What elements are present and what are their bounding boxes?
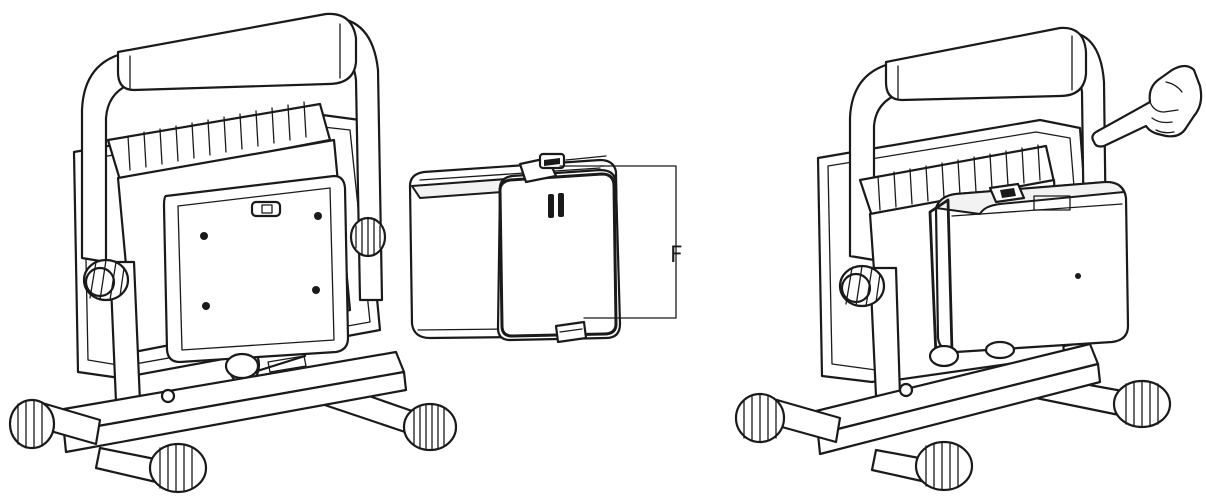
carry-handle-right bbox=[848, 26, 1108, 262]
battery-latch-slot bbox=[250, 200, 282, 218]
dimension-f-bracket: F bbox=[559, 165, 683, 319]
front-foot-left-2 bbox=[734, 392, 842, 444]
angle-adjust-knob-right bbox=[349, 216, 387, 258]
mount-screw bbox=[200, 232, 208, 240]
stand-base-bar bbox=[56, 350, 408, 454]
mount-screw bbox=[314, 212, 322, 220]
battery-bottom-clip bbox=[554, 320, 588, 344]
battery-pack-installed bbox=[928, 180, 1130, 358]
battery-indicator-dot bbox=[1075, 273, 1081, 279]
mount-screw bbox=[202, 302, 210, 310]
mount-screw bbox=[312, 286, 320, 294]
pointing-hand-icon bbox=[1091, 64, 1203, 148]
dimension-f-label: F bbox=[670, 243, 683, 268]
front-foot-right bbox=[94, 442, 208, 494]
floodlight-right bbox=[734, 26, 1172, 492]
battery-mount-plate bbox=[162, 174, 350, 364]
battery-front-face bbox=[496, 168, 622, 342]
angle-adjust-knob-left bbox=[82, 258, 130, 302]
front-foot-left bbox=[8, 398, 102, 450]
battery-contact-terminals bbox=[548, 193, 564, 218]
carry-handle-left bbox=[80, 12, 384, 302]
battery-top-latch bbox=[518, 152, 607, 184]
battery-pack-detached bbox=[408, 152, 622, 344]
front-foot-right-2 bbox=[870, 440, 974, 492]
floodlight-left bbox=[8, 12, 458, 494]
angle-adjust-knob-right-2 bbox=[838, 264, 886, 308]
